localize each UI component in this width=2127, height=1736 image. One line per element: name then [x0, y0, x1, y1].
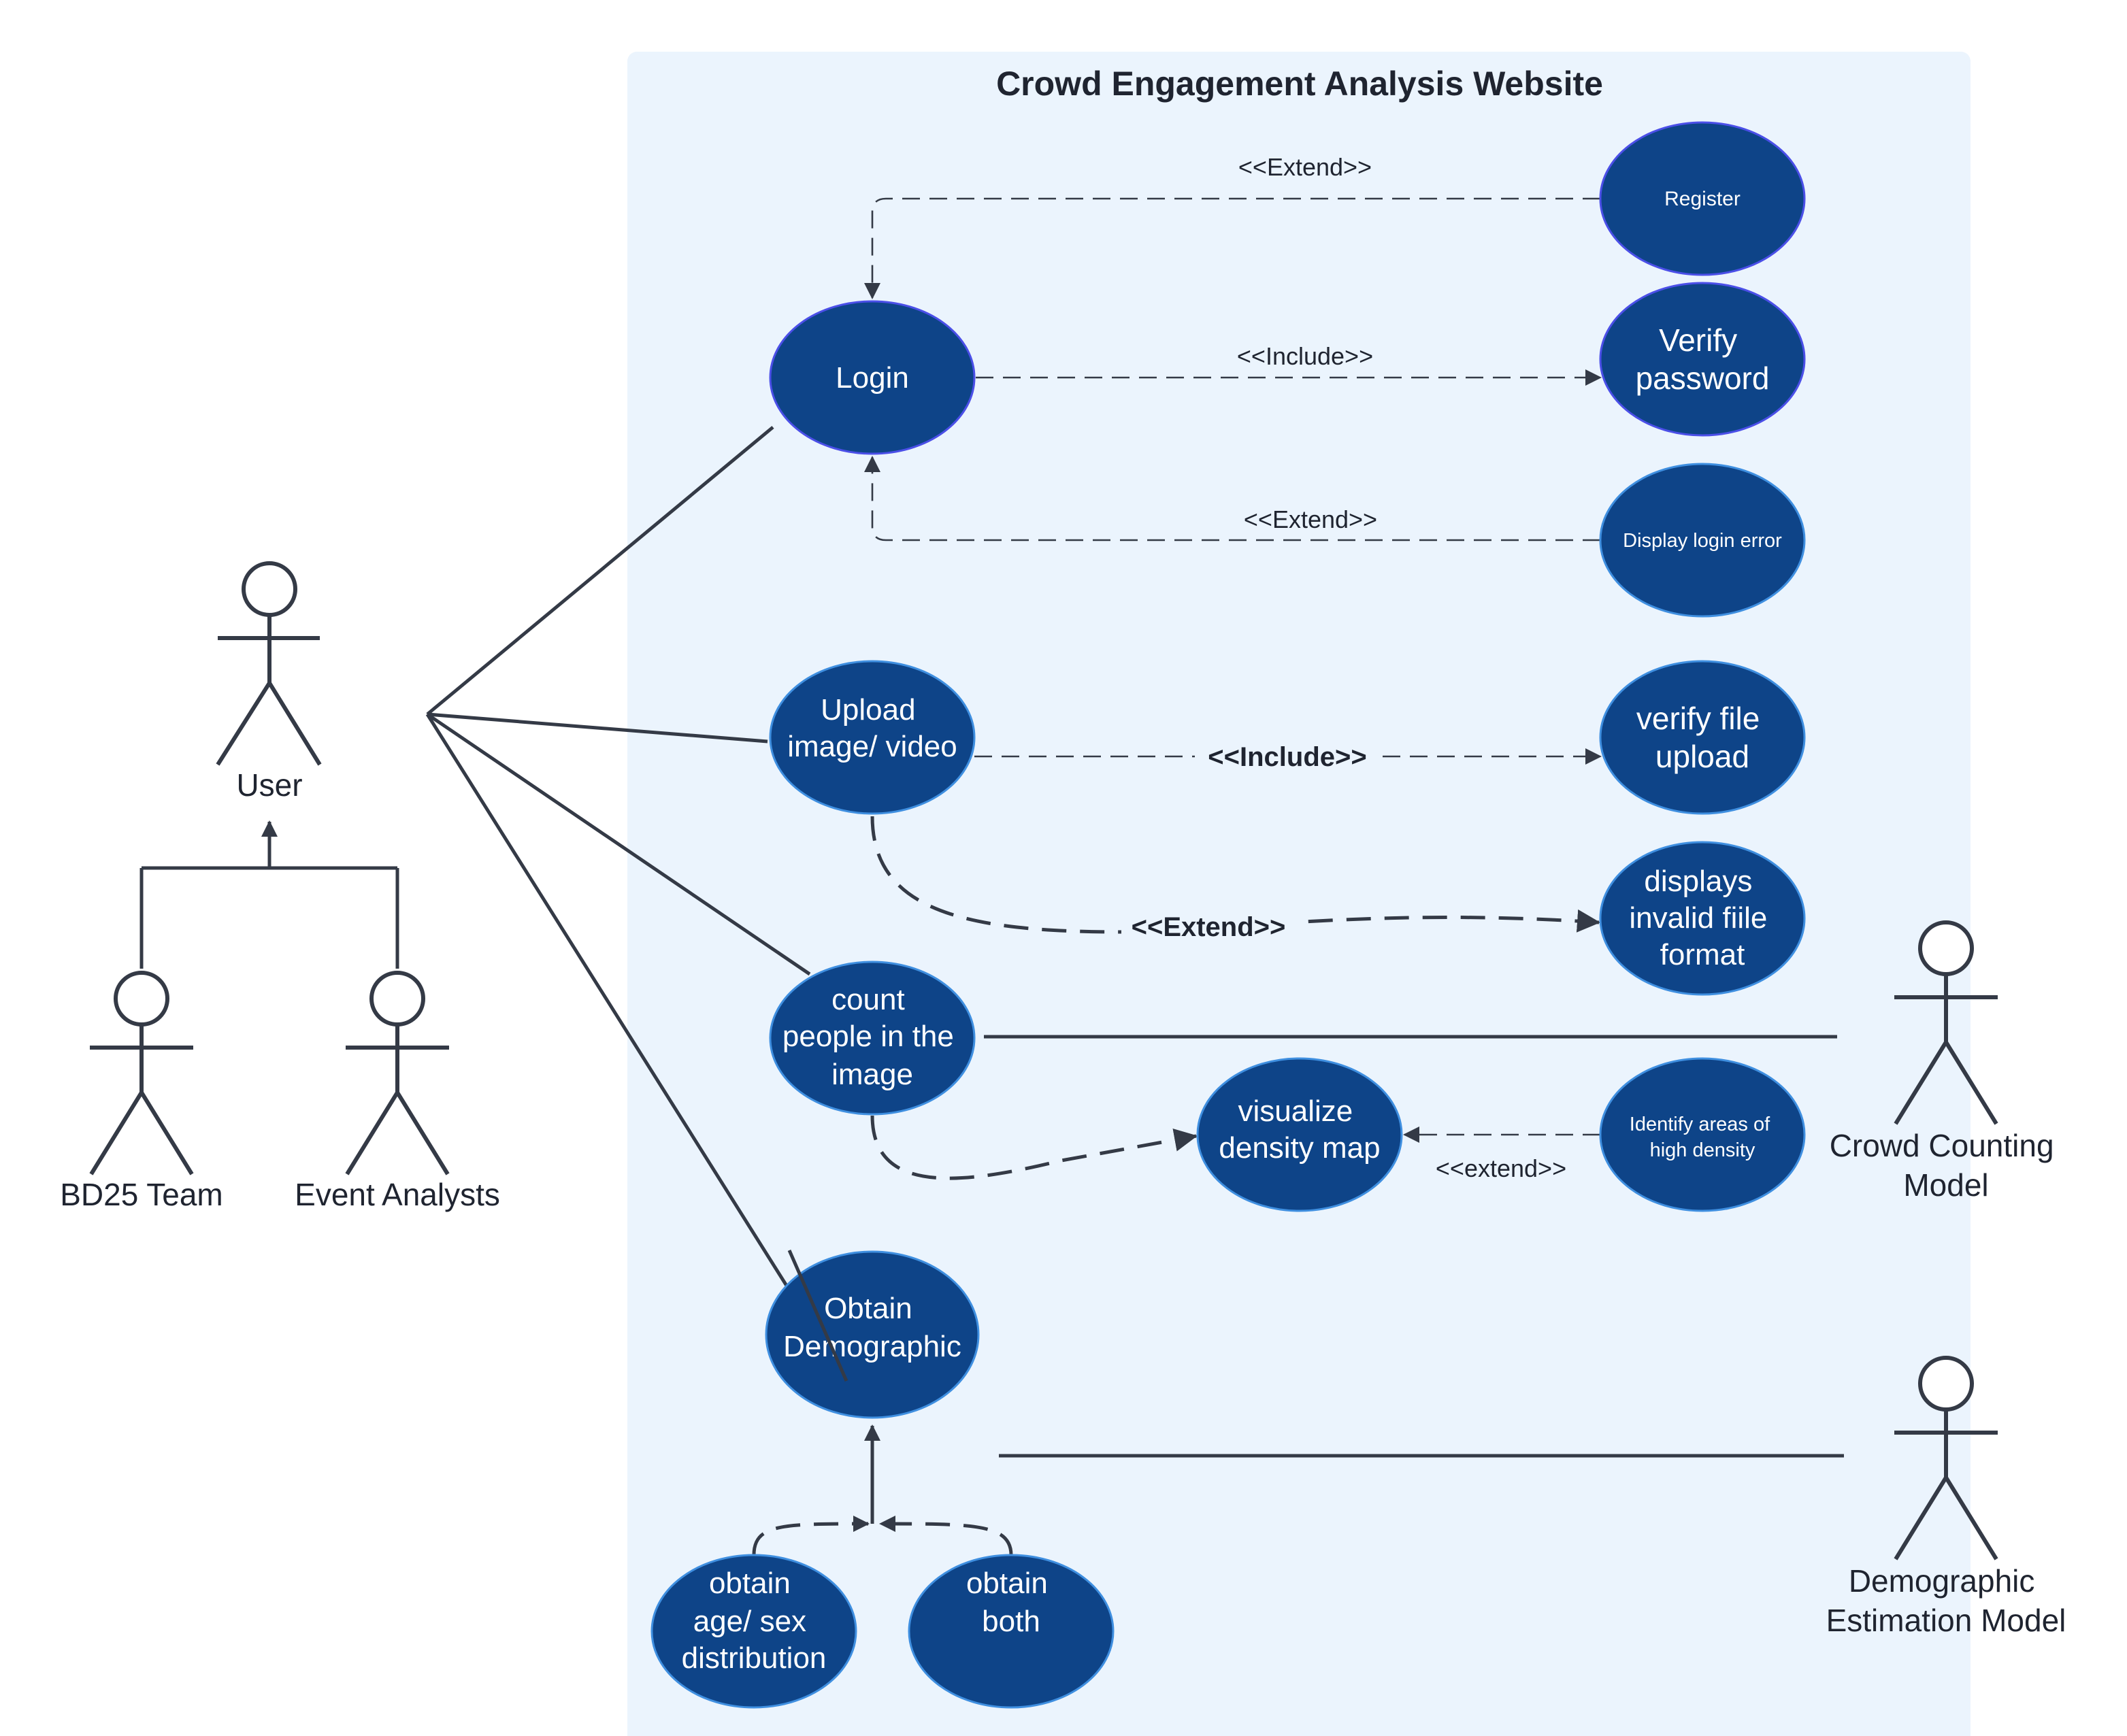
- register-extend-label: <<Extend>>: [1238, 153, 1372, 181]
- login-error-extend-label: <<Extend>>: [1244, 505, 1377, 533]
- svg-text:Verify password: Verify password: [1636, 322, 1770, 396]
- use-case-label: Identify areas of: [1630, 1114, 1770, 1135]
- svg-text:Login: Login: [836, 361, 909, 395]
- use-case-register[interactable]: Register: [1599, 121, 1806, 276]
- svg-text:Crowd Counting Model: Crowd Counting Model: [1830, 1128, 2063, 1203]
- use-case-login[interactable]: Login: [769, 300, 976, 455]
- use-case-label: Demographic: [783, 1330, 961, 1363]
- actor-label: Demographic: [1849, 1563, 2035, 1599]
- use-case-obtain-demographic[interactable]: Obtain Demographic: [765, 1250, 980, 1419]
- use-case-label: format: [1660, 938, 1745, 971]
- use-case-label: Register: [1664, 188, 1741, 210]
- high-density-extend-label: <<extend>>: [1436, 1154, 1566, 1182]
- login-error-extend-arrow: [864, 456, 1600, 541]
- association-user-count: [426, 712, 811, 976]
- use-case-upload-media[interactable]: Upload image/ video: [769, 660, 976, 815]
- svg-text:Identify areas of high d: Identify areas of high density: [1630, 1114, 1775, 1161]
- use-case-label: Obtain: [824, 1292, 912, 1325]
- actor-crowd-counting-model[interactable]: Crowd Counting Model: [1830, 920, 2063, 1203]
- use-case-label: obtain: [709, 1567, 791, 1600]
- svg-text:obtain age/ sex di: obtain age/ sex distribution: [682, 1567, 827, 1675]
- invalid-format-extend-label: <<Extend>>: [1132, 912, 1286, 942]
- use-case-verify-password[interactable]: Verify password: [1599, 282, 1806, 437]
- use-case-label: upload: [1655, 739, 1749, 774]
- svg-text:displays invalid fiile: displays invalid fiile format: [1629, 865, 1775, 971]
- svg-text:Upload image/ video: Upload image/ video: [787, 693, 957, 763]
- use-case-invalid-file-format[interactable]: displays invalid fiile format: [1599, 841, 1806, 996]
- svg-text:obtain both: obtain both: [966, 1567, 1056, 1638]
- use-case-label: Upload: [821, 693, 915, 727]
- stick-figure-icon: [345, 971, 450, 1175]
- svg-text:visualize density map: visualize density map: [1219, 1095, 1380, 1165]
- use-case-label: password: [1636, 361, 1770, 396]
- use-case-label: density map: [1219, 1131, 1380, 1165]
- association-user-login: [426, 426, 774, 716]
- svg-text:Obtain Demographic: Obtain Demographic: [783, 1292, 961, 1363]
- stick-figure-icon: [1894, 1356, 1998, 1560]
- stick-figure-icon: [216, 561, 322, 766]
- stick-figure-icon: [89, 971, 194, 1175]
- association-user-demographic-overlay: [787, 1249, 848, 1382]
- count-to-visualize-arrow: [870, 1115, 1198, 1180]
- actor-label: Crowd Counting: [1830, 1128, 2054, 1163]
- actor-bd25-team[interactable]: BD25 Team: [60, 971, 223, 1212]
- user-associations: [425, 426, 848, 1382]
- association-user-demographic: [425, 713, 848, 1382]
- use-case-label: distribution: [682, 1641, 827, 1675]
- use-case-display-login-error[interactable]: Display login error: [1599, 463, 1806, 618]
- use-case-label: image/ video: [787, 730, 957, 763]
- actor-label: Model: [1903, 1167, 1988, 1203]
- use-case-obtain-both[interactable]: obtain both: [908, 1554, 1115, 1709]
- svg-text:Display login error: Display login error: [1623, 530, 1782, 552]
- use-case-label: image: [831, 1058, 913, 1091]
- actor-event-analysts[interactable]: Event Analysts: [295, 971, 500, 1212]
- use-case-verify-file-upload[interactable]: verify file upload: [1599, 660, 1806, 815]
- use-case-label: Verify: [1659, 322, 1737, 358]
- use-case-label: verify file: [1636, 701, 1760, 736]
- use-case-label: Display login error: [1623, 530, 1782, 552]
- use-case-label: obtain: [966, 1567, 1048, 1600]
- use-case-count-people[interactable]: count people in the image: [769, 961, 976, 1116]
- use-case-label: count: [831, 983, 905, 1016]
- system-title: Crowd Engagement Analysis Website: [996, 65, 1603, 103]
- svg-text:Register: Register: [1664, 188, 1741, 210]
- use-case-label: both: [982, 1605, 1040, 1638]
- both-to-demographic-arrow: [879, 1516, 1013, 1556]
- actor-demographic-estimation-model[interactable]: Demographic Estimation Model: [1826, 1356, 2066, 1638]
- svg-text:count people in the: count people in the image: [782, 983, 962, 1091]
- svg-text:Demographic Estimation M: Demographic Estimation Model: [1826, 1563, 2066, 1638]
- use-case-label: age/ sex: [693, 1605, 806, 1638]
- use-case-label: Login: [836, 361, 909, 395]
- actor-user[interactable]: User: [216, 561, 322, 803]
- use-case-label: displays: [1644, 865, 1752, 898]
- use-case-label: high density: [1650, 1139, 1755, 1161]
- register-extend-arrow: [864, 197, 1600, 299]
- use-case-label: invalid fiile: [1629, 901, 1767, 935]
- use-case-label: people in the: [782, 1020, 954, 1053]
- association-user-upload: [427, 712, 768, 744]
- use-case-label: visualize: [1238, 1095, 1353, 1128]
- actor-label: BD25 Team: [60, 1177, 223, 1212]
- svg-text:verify file upload: verify file upload: [1636, 701, 1768, 774]
- verify-password-include-label: <<Include>>: [1237, 342, 1373, 370]
- actor-label: Event Analysts: [295, 1177, 500, 1212]
- verify-upload-include-label: <<Include>>: [1208, 742, 1366, 772]
- use-case-obtain-age-sex[interactable]: obtain age/ sex distribution: [650, 1554, 857, 1709]
- use-case-identify-high-density[interactable]: Identify areas of high density: [1599, 1057, 1806, 1212]
- stick-figure-icon: [1894, 920, 1998, 1125]
- actor-label: User: [236, 767, 302, 803]
- age-sex-to-demographic-arrow: [752, 1516, 870, 1556]
- use-case-visualize-density-map[interactable]: visualize density map: [1196, 1057, 1403, 1212]
- actor-label: Estimation Model: [1826, 1603, 2066, 1638]
- actor-generalization: [139, 820, 399, 969]
